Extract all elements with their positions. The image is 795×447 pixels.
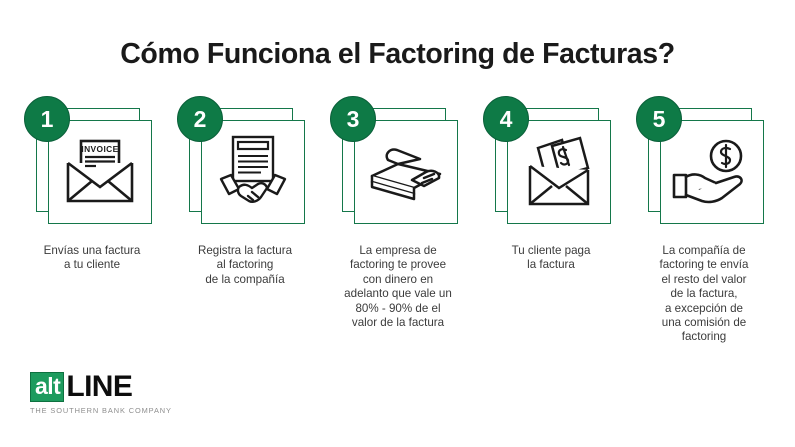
caption-line: a excepción de [665,301,743,315]
step-5-caption: La compañía de factoring te envía el res… [631,244,777,345]
step-2: 2 Registra la factura al factoring de la… [171,96,319,287]
caption-line: con dinero en [362,272,434,286]
caption-line: al factoring [216,258,274,272]
caption-line: el resto del valor [661,272,747,286]
altline-logo: alt LINE THE SOUTHERN BANK COMPANY [30,372,172,415]
caption-line: Registra la factura [197,244,293,257]
invoice-icon-text: INVOICE [81,144,118,154]
envelope-invoice-icon: INVOICE [48,120,152,224]
logo-line-text: LINE [66,370,133,403]
step-3-caption: La empresa de factoring te provee con di… [325,244,471,330]
caption-line: de la compañía [205,272,285,286]
step-2-number: 2 [177,96,223,142]
frame-front-layer [660,120,764,224]
step-4-number: 4 [483,96,529,142]
hand-coin-icon [660,120,764,224]
caption-line: la factura [527,258,575,272]
step-5-number: 5 [636,96,682,142]
caption-line: adelanto que vale un [344,287,452,301]
step-3-frame: 3 [330,96,460,226]
logo-tagline: THE SOUTHERN BANK COMPANY [30,406,172,415]
step-3: 3 La empresa de factoring te provee con … [324,96,472,330]
handshake-document-icon [201,120,305,224]
frame-front-layer [48,120,152,224]
logo-wordmark: alt LINE [30,370,133,403]
caption-line: Envías una factura [43,244,141,257]
cash-stack-icon [354,120,458,224]
step-2-frame: 2 [177,96,307,226]
caption-line: Tu cliente paga [511,244,591,257]
caption-line: factoring [681,330,727,344]
caption-line: factoring te provee [349,258,447,272]
step-1-caption: Envías una factura a tu cliente [19,244,165,273]
caption-line: de la factura, [670,287,738,301]
step-4-frame: 4 [483,96,613,226]
step-2-caption: Registra la factura al factoring de la c… [172,244,318,287]
step-4: 4 Tu cliente paga la factura [477,96,625,273]
step-1-number: 1 [24,96,70,142]
caption-line: una comisión de [661,316,747,330]
caption-line: 80% - 90% de el [355,301,441,315]
steps-row: INVOICE 1 Envías una factura a tu client… [18,96,778,345]
caption-line: factoring te envía [659,258,749,272]
caption-line: La compañía de [662,244,746,257]
envelope-cash-icon [507,120,611,224]
step-1-frame: INVOICE 1 [24,96,154,226]
caption-line: valor de la factura [351,316,445,330]
caption-line: La empresa de [359,244,437,257]
step-3-number: 3 [330,96,376,142]
logo-alt-mark: alt [30,372,65,402]
step-5-frame: 5 [636,96,766,226]
step-4-caption: Tu cliente paga la factura [478,244,624,273]
page-title: Cómo Funciona el Factoring de Facturas? [120,38,675,70]
step-1: INVOICE 1 Envías una factura a tu client… [18,96,166,273]
step-5: 5 La compañía de factoring te envía el r… [630,96,778,345]
caption-line: a tu cliente [63,258,121,272]
